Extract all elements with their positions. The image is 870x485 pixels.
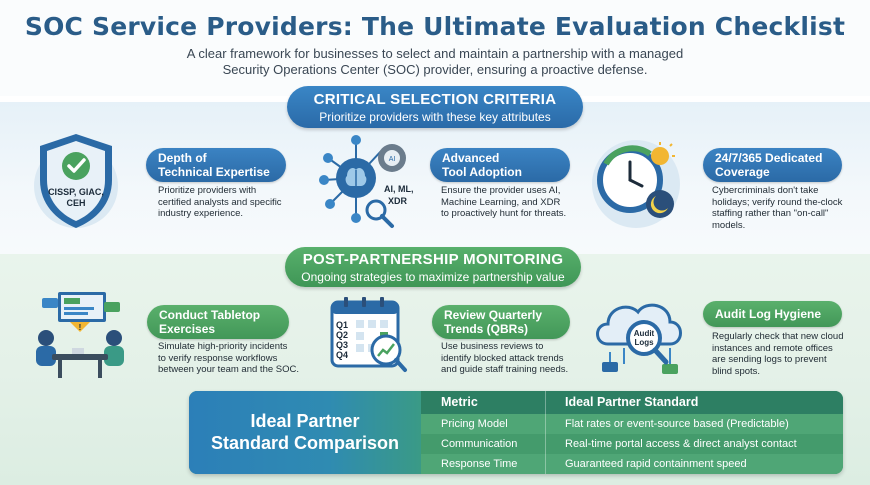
expertise-label-line-1: Depth of	[158, 151, 207, 165]
monitoring-item-tabletop-description: Simulate high-priority incidents to veri…	[158, 341, 299, 375]
subtitle-line-1: A clear framework for businesses to sele…	[186, 46, 684, 61]
monitoring-item-audit-description: Regularly check that new cloud instances…	[712, 331, 844, 377]
expertise-label-line-2: Technical Expertise	[158, 165, 270, 179]
criteria-item-coverage-description: Cybercriminals don't take holidays; veri…	[712, 185, 843, 231]
monitoring-item-tabletop-label: Conduct Tabletop Exercises	[147, 305, 289, 339]
criteria-heading-pill: CRITICAL SELECTION CRITERIA Prioritize p…	[287, 86, 583, 128]
monitoring-heading-pill: POST-PARTNERSHIP MONITORING Ongoing stra…	[285, 247, 581, 287]
column-divider	[545, 391, 546, 474]
criteria-item-tools-label: Advanced Tool Adoption	[430, 148, 570, 182]
qbr-label-line-1: Review Quarterly	[444, 308, 543, 322]
shield-text-line-2: CEH	[66, 198, 85, 208]
comparison-table: Ideal Partner Standard Comparison Metric…	[189, 391, 843, 474]
coverage-label-line-1: 24/7/365 Dedicated	[715, 151, 823, 165]
cloud-magnifier-icon: Audit Logs	[596, 303, 682, 374]
tabletop-label-line-1: Conduct Tabletop	[159, 308, 261, 322]
ai-text-line-1: AI, ML,	[384, 184, 414, 194]
shield-check-icon: CISSP, GIAC, CEH	[34, 134, 118, 228]
monitoring-subheading: Ongoing strategies to maximize partnersh…	[301, 270, 565, 284]
meeting-table-icon: !	[36, 292, 124, 378]
audit-label: Audit Log Hygiene	[715, 307, 821, 321]
metric-cell: Response Time	[441, 458, 518, 470]
header	[0, 0, 870, 96]
quarter-q3: Q3	[336, 340, 348, 350]
column-header-metric: Metric	[441, 395, 478, 409]
monitoring-item-qbr-description: Use business reviews to identify blocked…	[441, 341, 569, 375]
ai-brain-icon: AI AI, ML, XDR	[319, 135, 414, 228]
standard-cell: Flat rates or event-source based (Predic…	[565, 418, 789, 430]
ai-text-line-2: XDR	[388, 196, 408, 206]
monitoring-heading: POST-PARTNERSHIP MONITORING	[302, 251, 564, 268]
criteria-item-coverage-label: 24/7/365 Dedicated Coverage	[703, 148, 842, 182]
criteria-heading: CRITICAL SELECTION CRITERIA	[313, 91, 557, 108]
criteria-item-expertise-label: Depth of Technical Expertise	[146, 148, 286, 182]
table-row	[421, 414, 843, 434]
calendar-chart-icon: Q1 Q2 Q3 Q4	[330, 297, 407, 372]
quarter-q4: Q4	[336, 350, 348, 360]
table-row	[421, 434, 843, 454]
shield-text-line-1: CISSP, GIAC,	[48, 187, 104, 197]
audit-text-line-1: Audit	[634, 329, 655, 338]
tools-label-line-1: Advanced	[442, 151, 500, 165]
monitoring-item-qbr-label: Review Quarterly Trends (QBRs)	[432, 305, 570, 339]
subtitle-line-2: Security Operations Center (SOC) provide…	[222, 62, 648, 77]
table-row	[421, 454, 843, 474]
tools-label-line-2: Tool Adoption	[442, 165, 522, 179]
svg-text:!: !	[79, 323, 82, 332]
qbr-label-line-2: Trends (QBRs)	[444, 322, 529, 336]
coverage-label-line-2: Coverage	[715, 165, 770, 179]
svg-text:AI: AI	[389, 156, 396, 163]
table-header-row	[421, 391, 843, 414]
clock-day-night-icon	[592, 140, 680, 228]
page-title: SOC Service Providers: The Ultimate Eval…	[24, 12, 846, 41]
standard-cell: Real-time portal access & direct analyst…	[565, 438, 797, 450]
standard-cell: Guaranteed rapid containment speed	[565, 458, 747, 470]
tabletop-label-line-2: Exercises	[159, 322, 216, 336]
audit-text-line-2: Logs	[634, 338, 654, 347]
metric-cell: Pricing Model	[441, 418, 508, 430]
metric-cell: Communication	[441, 438, 518, 450]
quarter-q1: Q1	[336, 320, 348, 330]
criteria-item-tools-description: Ensure the provider uses AI, Machine Lea…	[441, 185, 567, 219]
criteria-subheading: Prioritize providers with these key attr…	[319, 110, 551, 124]
comparison-title: Ideal Partner Standard Comparison	[189, 391, 421, 474]
column-header-standard: Ideal Partner Standard	[565, 395, 699, 409]
page-subtitle: A clear framework for businesses to sele…	[160, 46, 710, 78]
monitoring-item-audit-label: Audit Log Hygiene	[703, 301, 842, 327]
criteria-item-expertise-description: Prioritize providers with certified anal…	[158, 185, 282, 219]
quarter-q2: Q2	[336, 330, 348, 340]
